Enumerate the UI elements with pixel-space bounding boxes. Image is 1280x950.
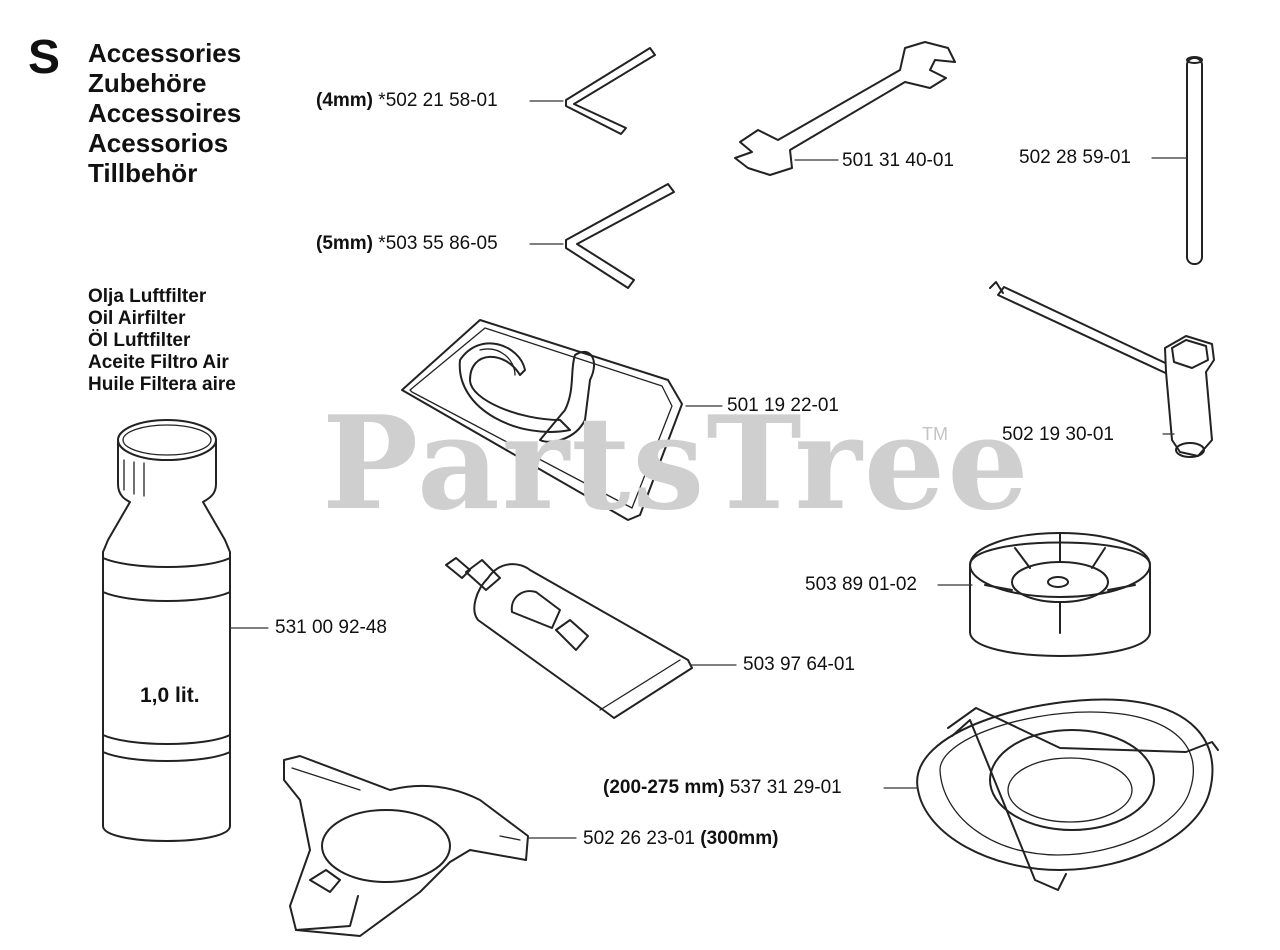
part-label-oil-bottle[interactable]: 531 00 92-48 [275, 617, 387, 639]
heading-line: Tillbehör [88, 158, 198, 188]
part-number: 501 19 22-01 [727, 395, 839, 416]
hex-key-5mm-drawing [529, 183, 675, 289]
heading-line: Zubehöre [88, 68, 207, 98]
grease-tube-drawing [445, 557, 737, 719]
heading-line: Accessoires [88, 98, 242, 128]
part-size: (300mm) [700, 828, 779, 849]
watermark-text: PartsTree [322, 389, 1031, 539]
part-number: 531 00 92-48 [275, 617, 387, 638]
heading-line: Acessorios [88, 128, 229, 158]
rod-pin-drawing [1151, 56, 1203, 265]
part-number: *503 55 86-05 [378, 233, 498, 254]
oil-filter-line: Öl Luftfilter [88, 330, 191, 351]
oil-filter-line: Oil Airfilter [88, 308, 186, 329]
part-label-rod-pin[interactable]: 502 28 59-01 [1019, 147, 1131, 169]
part-label-grease-tube[interactable]: 503 97 64-01 [743, 654, 855, 676]
bottle-volume-label: 1,0 lit. [140, 684, 200, 707]
oil-bottle-drawing [102, 419, 269, 842]
part-number: 503 97 64-01 [743, 654, 855, 675]
part-label-hex-key-5mm[interactable]: (5mm) *503 55 86-05 [316, 233, 498, 255]
oil-filter-line: Huile Filtera aire [88, 374, 236, 395]
part-number: 503 89 01-02 [805, 574, 917, 595]
part-number: 501 31 40-01 [842, 150, 954, 171]
part-number: 502 19 30-01 [1002, 424, 1114, 445]
hex-key-4mm-drawing [529, 47, 656, 135]
part-size: (4mm) [316, 90, 374, 111]
part-number: 502 26 23-01 [583, 828, 695, 849]
blade-guard-round-drawing [883, 698, 1219, 891]
section-letter: S [28, 31, 61, 84]
support-cup-drawing [937, 532, 1151, 657]
oil-filter-line: Olja Luftfilter [88, 286, 207, 307]
watermark-tm: TM [922, 424, 948, 444]
combination-spanner-drawing [989, 281, 1215, 458]
harness-strap-drawing [401, 319, 723, 521]
part-label-harness-strap[interactable]: 501 19 22-01 [727, 395, 839, 417]
part-label-hex-key-4mm[interactable]: (4mm) *502 21 58-01 [316, 90, 498, 112]
part-number: 502 28 59-01 [1019, 147, 1131, 168]
oil-filter-line: Aceite Filtro Air [88, 352, 229, 373]
part-size: (5mm) [316, 233, 374, 254]
heading-line: Accessories [88, 38, 242, 68]
part-label-support-cup[interactable]: 503 89 01-02 [805, 574, 917, 596]
part-label-open-end-wrench[interactable]: 501 31 40-01 [842, 150, 954, 172]
part-label-blade-guard-round[interactable]: (200-275 mm) 537 31 29-01 [603, 777, 842, 799]
part-label-blade-guard-tri[interactable]: 502 26 23-01 (300mm) [583, 828, 778, 850]
oil-filter-headings: Olja Luftfilter Oil Airfilter Öl Luftfil… [88, 286, 236, 396]
part-size: (200-275 mm) [603, 777, 725, 798]
open-end-wrench-drawing [734, 41, 956, 176]
part-number: 537 31 29-01 [729, 777, 842, 798]
part-number: *502 21 58-01 [378, 90, 498, 111]
section-headings: Accessories Zubehöre Accessoires Acessor… [88, 38, 241, 188]
part-label-combination-spanner[interactable]: 502 19 30-01 [1002, 424, 1114, 446]
blade-guard-tri-drawing [283, 755, 577, 937]
